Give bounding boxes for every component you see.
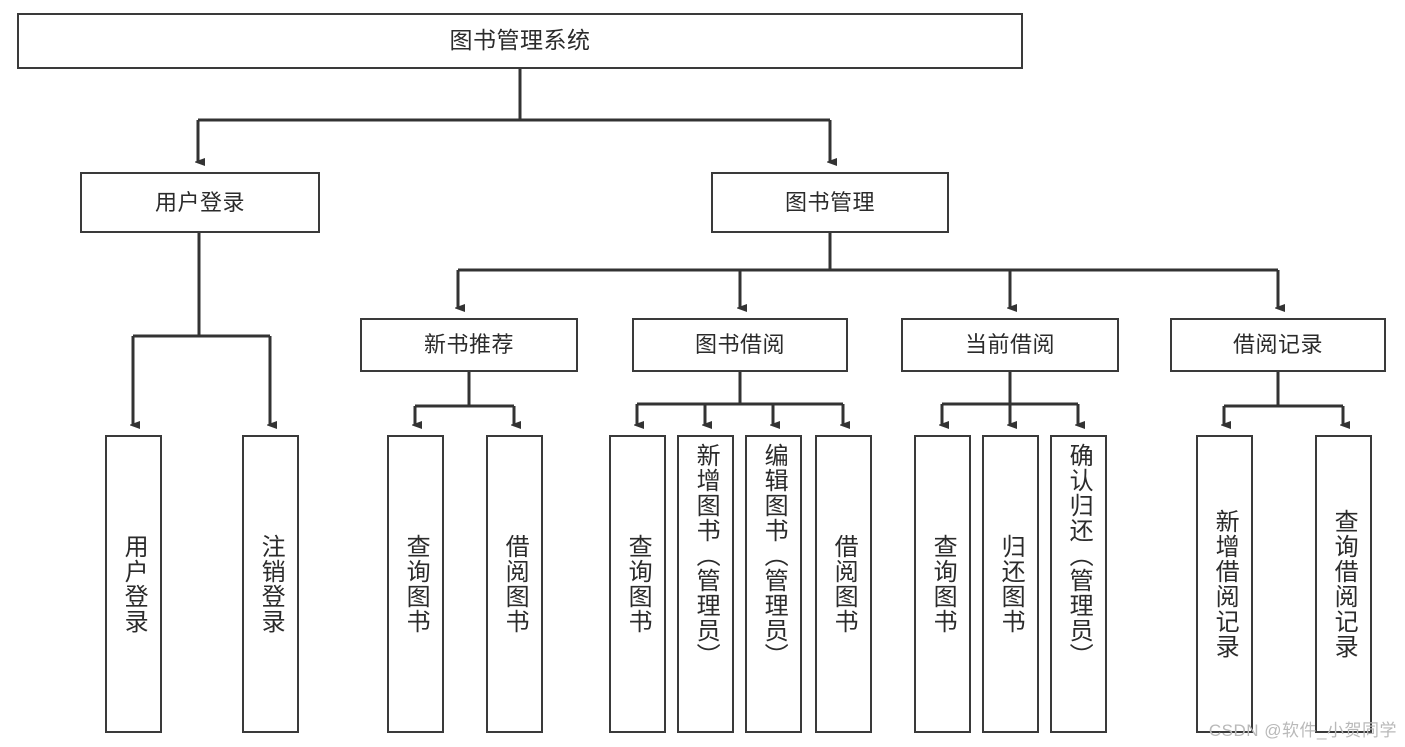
- node-borrow-record-label: 借阅记录: [1232, 332, 1323, 358]
- leaf-user-logout-label: 注销登录: [257, 534, 285, 634]
- node-book-borrow-label: 图书借阅: [694, 332, 785, 358]
- leaf-return-book[interactable]: 归还图书: [982, 435, 1039, 733]
- leaf-user-login[interactable]: 用户登录: [105, 435, 162, 733]
- leaf-borrow-book-recommend-label: 借阅图书: [501, 534, 529, 634]
- node-user-login[interactable]: 用户登录: [80, 172, 320, 233]
- leaf-edit-book-admin-label: 编辑图书（管理员）: [760, 443, 788, 668]
- node-new-book-recommend[interactable]: 新书推荐: [360, 318, 578, 372]
- node-root-label: 图书管理系统: [449, 27, 591, 54]
- leaf-borrow-book[interactable]: 借阅图书: [815, 435, 872, 733]
- leaf-query-book-current-label: 查询图书: [929, 534, 957, 634]
- node-new-book-recommend-label: 新书推荐: [423, 332, 514, 358]
- node-borrow-record[interactable]: 借阅记录: [1170, 318, 1386, 372]
- leaf-borrow-book-recommend[interactable]: 借阅图书: [486, 435, 543, 733]
- node-current-borrow-label: 当前借阅: [964, 332, 1055, 358]
- leaf-user-login-label: 用户登录: [120, 534, 148, 634]
- leaf-query-book-borrow[interactable]: 查询图书: [609, 435, 666, 733]
- leaf-confirm-return-admin-label: 确认归还（管理员）: [1065, 443, 1093, 668]
- leaf-add-borrow-record[interactable]: 新增借阅记录: [1196, 435, 1253, 733]
- node-current-borrow[interactable]: 当前借阅: [901, 318, 1119, 372]
- node-root[interactable]: 图书管理系统: [17, 13, 1023, 69]
- leaf-borrow-book-label: 借阅图书: [830, 534, 858, 634]
- leaf-query-book-recommend[interactable]: 查询图书: [387, 435, 444, 733]
- leaf-add-book-admin[interactable]: 新增图书（管理员）: [677, 435, 734, 733]
- node-book-management[interactable]: 图书管理: [711, 172, 949, 233]
- leaf-query-book-borrow-label: 查询图书: [624, 534, 652, 634]
- leaf-query-book-current[interactable]: 查询图书: [914, 435, 971, 733]
- leaf-edit-book-admin[interactable]: 编辑图书（管理员）: [745, 435, 802, 733]
- leaf-return-book-label: 归还图书: [997, 534, 1025, 634]
- leaf-add-book-admin-label: 新增图书（管理员）: [692, 443, 720, 668]
- leaf-query-book-recommend-label: 查询图书: [402, 534, 430, 634]
- node-book-borrow[interactable]: 图书借阅: [632, 318, 848, 372]
- leaf-query-borrow-record[interactable]: 查询借阅记录: [1315, 435, 1372, 733]
- leaf-confirm-return-admin[interactable]: 确认归还（管理员）: [1050, 435, 1107, 733]
- watermark: CSDN @软件_小贺同学: [1208, 721, 1397, 740]
- leaf-add-borrow-record-label: 新增借阅记录: [1211, 509, 1239, 659]
- node-user-login-label: 用户登录: [154, 189, 245, 215]
- node-book-management-label: 图书管理: [784, 189, 875, 215]
- leaf-query-borrow-record-label: 查询借阅记录: [1330, 509, 1358, 659]
- leaf-user-logout[interactable]: 注销登录: [242, 435, 299, 733]
